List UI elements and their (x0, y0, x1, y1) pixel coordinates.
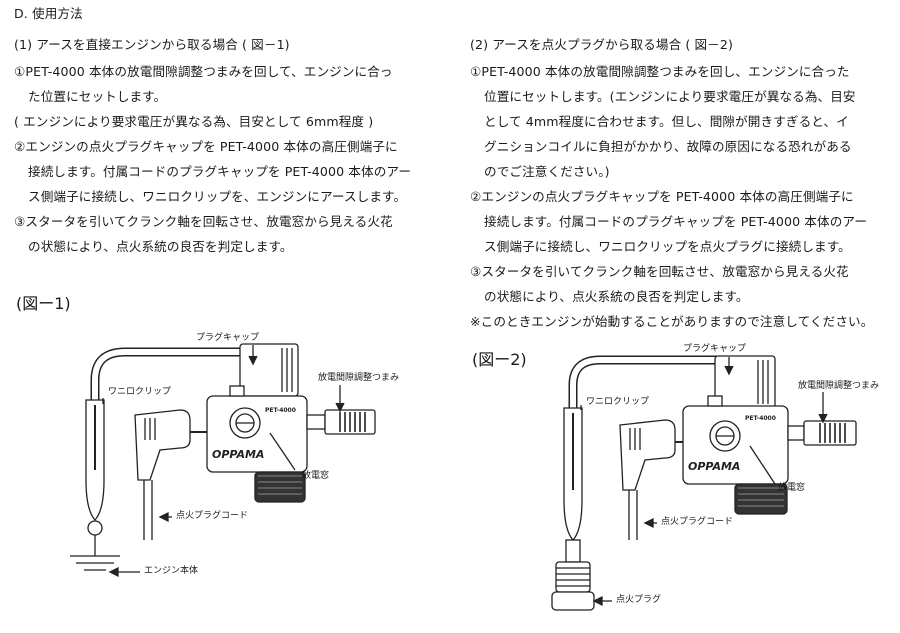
label-engine-1: エンジン本体 (144, 566, 199, 576)
brand-logo-1: OPPAMA (212, 448, 264, 461)
left-line: ②エンジンの点火プラグキャップを PET-4000 本体の高圧側端子に (14, 139, 398, 154)
label-knob-1: 放電間隙調整つまみ (318, 373, 400, 383)
left-line: ①PET-4000 本体の放電間隙調整つまみを回して、エンジンに合っ (14, 64, 393, 79)
label-spark-plug-2: 点火プラグ (616, 595, 662, 605)
brand-logo-2: OPPAMA (688, 460, 740, 473)
right-line: ②エンジンの点火プラグキャップを PET-4000 本体の高圧側端子に (470, 189, 854, 204)
right-line: ③スタータを引いてクランク軸を回転させ、放電窓から見える火花 (470, 264, 849, 279)
left-line: の状態により、点火系統の良否を判定します。 (28, 239, 293, 254)
model-stamp-2: PET-4000 (745, 415, 776, 422)
label-window-2: 放電窓 (778, 483, 806, 493)
label-plug-cap-2: プラグキャップ (683, 344, 747, 354)
left-heading: (1) アースを直接エンジンから取る場合 ( 図－1) (14, 37, 290, 52)
left-line: ス側端子に接続し、ワニロクリップを、エンジンにアースします。 (28, 189, 407, 204)
label-cord-1: 点火プラグコード (176, 511, 249, 521)
right-heading: (2) アースを点火プラグから取る場合 ( 図－2) (470, 37, 733, 52)
figure-1-title: (図ー1) (16, 294, 71, 313)
right-line: のでご注意ください。) (484, 164, 610, 179)
right-line: として 4mm程度に合わせます。但し、間隙が開きすぎると、イ (484, 114, 849, 129)
label-clip-2: ワニロクリップ (586, 397, 650, 407)
label-cord-2: 点火プラグコード (661, 517, 734, 527)
left-line: ③スタータを引いてクランク軸を回転させ、放電窓から見える火花 (14, 214, 393, 229)
label-knob-2: 放電間隙調整つまみ (798, 381, 880, 391)
right-line: グニションコイルに負担がかかり、故障の原因になる恐れがある (484, 139, 852, 154)
right-line: ス側端子に接続し、ワニロクリップを点火プラグに接続します。 (484, 239, 851, 254)
right-line: 接続します。付属コードのプラグキャップを PET-4000 本体のアー (484, 214, 868, 229)
figure-2-title: (図ー2) (472, 350, 527, 369)
right-line: の状態により、点火系統の良否を判定します。 (484, 289, 749, 304)
label-window-1: 放電窓 (302, 471, 330, 481)
right-line: 位置にセットします。(エンジンにより要求電圧が異なる為、目安 (484, 89, 856, 104)
section-title: D. 使用方法 (14, 6, 83, 21)
left-line: 接続します。付属コードのプラグキャップを PET-4000 本体のアー (28, 164, 412, 179)
right-line: ①PET-4000 本体の放電間隙調整つまみを回し、エンジンに合った (470, 64, 850, 79)
label-plug-cap-1: プラグキャップ (196, 333, 260, 343)
model-stamp-1: PET-4000 (265, 407, 296, 414)
left-line: ( エンジンにより要求電圧が異なる為、目安として 6mm程度 ) (14, 114, 374, 129)
left-line: た位置にセットします。 (28, 89, 167, 104)
label-clip-1: ワニロクリップ (108, 387, 172, 397)
right-note: ※このときエンジンが始動することがありますので注意してください。 (470, 314, 874, 329)
